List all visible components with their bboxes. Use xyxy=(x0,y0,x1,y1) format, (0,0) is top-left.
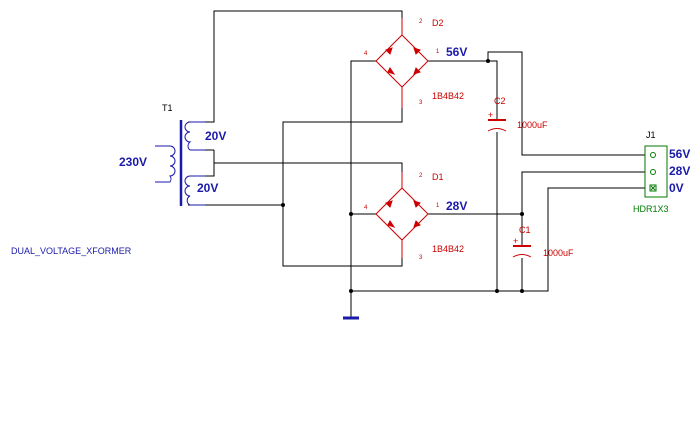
j1-ref: J1 xyxy=(646,130,656,140)
d2-pin-1: 1 xyxy=(436,49,440,55)
polarized-capacitor-icon: + xyxy=(487,110,507,132)
bridge-rectifier-icon xyxy=(375,18,429,108)
c1-value: 1000uF xyxy=(543,248,574,258)
junction-dot xyxy=(520,212,524,216)
j1-pin3-label: 0V xyxy=(669,181,684,195)
d1-pin-2: 2 xyxy=(419,173,423,179)
svg-text:+: + xyxy=(488,110,493,120)
d1-pin-4: 4 xyxy=(364,205,368,211)
d1-pin-1: 1 xyxy=(436,203,440,209)
d1-ref: D1 xyxy=(432,172,444,182)
junctions xyxy=(281,59,524,293)
d2-pin-3: 3 xyxy=(419,100,423,106)
transformer-icon xyxy=(155,120,215,206)
d2-pin-2: 2 xyxy=(419,19,423,25)
primary-voltage-label: 230V xyxy=(119,155,147,169)
junction-dot xyxy=(495,289,499,293)
wires xyxy=(188,10,645,318)
d1-part: 1B4B42 xyxy=(432,244,464,254)
j1-pin1-label: 56V xyxy=(669,147,690,161)
transformer-ref: T1 xyxy=(162,103,173,113)
d2-pin-4: 4 xyxy=(364,51,368,57)
junction-dot xyxy=(349,289,353,293)
svg-text:+: + xyxy=(513,236,518,246)
d1-pin-3: 3 xyxy=(419,255,423,261)
header-connector-icon xyxy=(644,145,668,198)
junction-dot xyxy=(486,59,490,63)
d2-ref: D2 xyxy=(432,18,444,28)
c2-value: 1000uF xyxy=(517,120,548,130)
junction-dot xyxy=(281,203,285,207)
j1-pin2-label: 28V xyxy=(669,164,690,178)
d2-part: 1B4B42 xyxy=(432,91,464,101)
junction-dot xyxy=(349,212,353,216)
c2-ref: C2 xyxy=(494,96,506,106)
secondary-lower-label: 20V xyxy=(197,181,218,195)
j1-part: HDR1X3 xyxy=(633,204,669,214)
c1-ref: C1 xyxy=(519,225,531,235)
d2-output-label: 56V xyxy=(446,45,467,59)
d1-output-label: 28V xyxy=(446,199,467,213)
bridge-rectifier-icon xyxy=(375,172,429,258)
schematic-title-note: DUAL_VOLTAGE_XFORMER xyxy=(11,246,132,256)
junction-dot xyxy=(520,289,524,293)
secondary-upper-label: 20V xyxy=(205,129,226,143)
polarized-capacitor-icon: + xyxy=(512,236,532,258)
